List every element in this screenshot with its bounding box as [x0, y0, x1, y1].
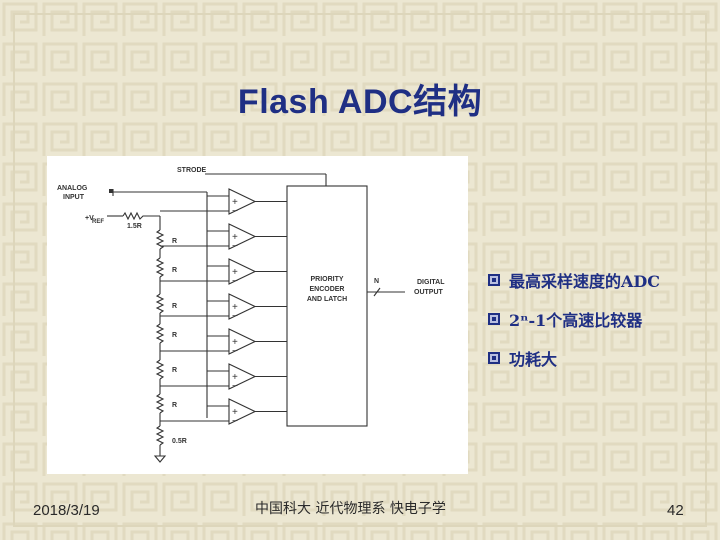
flash-adc-schematic: +− +− +− +− +− +− +− STRODE ANALOG INPUT… [57, 167, 445, 463]
svg-text:−: − [232, 346, 238, 357]
analog-input-label-2: INPUT [63, 194, 85, 201]
resistor-label: R [172, 238, 177, 245]
resistor-label: R [172, 367, 177, 374]
square-bullet-icon [488, 351, 500, 364]
svg-text:+: + [232, 337, 238, 348]
svg-text:−: − [232, 381, 238, 392]
resistor-label: R [172, 402, 177, 409]
vref-label: +V [85, 215, 94, 222]
svg-text:−: − [232, 416, 238, 427]
digital-output-label-2: OUTPUT [414, 289, 444, 296]
page-number: 42 [667, 502, 684, 519]
footer-date: 2018/3/19 [33, 502, 100, 519]
encoder-label-2: ENCODER [309, 286, 344, 293]
footer-organization: 中国科大 近代物理系 快电子学 [255, 501, 446, 517]
encoder-label: PRIORITY [310, 276, 343, 283]
svg-text:+: + [232, 302, 238, 313]
bullet-list: 最高采样速度的ADC 2ⁿ-1个高速比较器 功耗大 [488, 260, 716, 377]
bullet-item: 最高采样速度的ADC [488, 260, 716, 299]
resistor-label: R [172, 332, 177, 339]
encoder-label-3: AND LATCH [307, 296, 347, 303]
bullet-text: 2ⁿ-1个高速比较器 [509, 310, 643, 330]
square-bullet-icon [488, 273, 500, 286]
svg-text:−: − [232, 206, 238, 217]
bullet-text: 最高采样速度的ADC [509, 271, 661, 291]
square-bullet-icon [488, 312, 500, 325]
vref-sub-label: REF [92, 219, 104, 225]
slide-title: Flash ADC结构 [237, 83, 483, 121]
resistor-top-label: 1.5R [127, 223, 142, 230]
svg-text:+: + [232, 372, 238, 383]
svg-text:+: + [232, 232, 238, 243]
strobe-label: STRODE [177, 167, 207, 174]
bullet-item: 功耗大 [488, 338, 716, 377]
bullet-item: 2ⁿ-1个高速比较器 [488, 299, 716, 338]
digital-output-label: DIGITAL [417, 279, 445, 286]
svg-text:+: + [232, 407, 238, 418]
svg-text:−: − [232, 311, 238, 322]
flash-adc-diagram: +− +− +− +− +− +− +− STRODE ANALOG INPUT… [47, 156, 468, 474]
svg-text:+: + [232, 197, 238, 208]
resistor-label: R [172, 267, 177, 274]
svg-text:−: − [232, 276, 238, 287]
bullet-text: 功耗大 [509, 349, 558, 369]
svg-text:−: − [232, 241, 238, 252]
resistor-bottom-label: 0.5R [172, 438, 187, 445]
svg-text:+: + [232, 267, 238, 278]
analog-input-label: ANALOG [57, 185, 88, 192]
bus-width-label: N [374, 278, 379, 285]
resistor-label: R [172, 303, 177, 310]
